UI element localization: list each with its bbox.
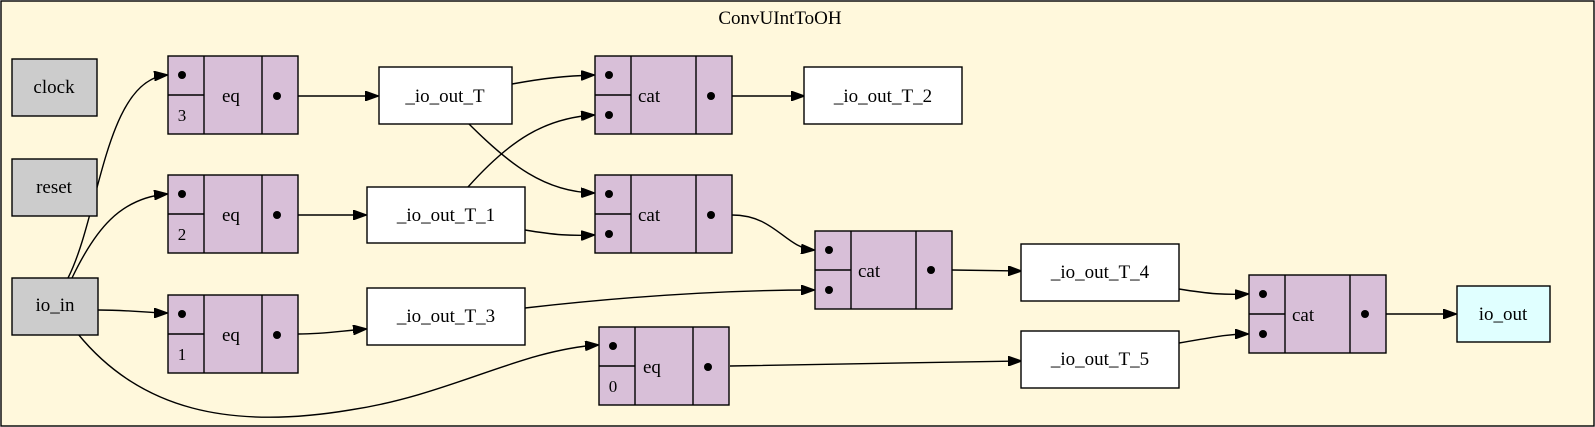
wire-io_out_T_1[interactable]: _io_out_T_1 bbox=[366, 186, 526, 244]
node-io_out[interactable]: io_out bbox=[1456, 285, 1551, 343]
edge-wire4-cat_d bbox=[1178, 288, 1248, 294]
wire-io_out_T_4[interactable]: _io_out_T_4 bbox=[1020, 243, 1180, 302]
port-dot bbox=[178, 190, 186, 198]
node-reset-label: reset bbox=[36, 177, 73, 198]
node-clock-label: clock bbox=[33, 77, 75, 98]
port-dot bbox=[273, 211, 281, 219]
wire-io_out_T_5-label: _io_out_T_5 bbox=[1050, 349, 1149, 370]
node-io_in[interactable]: io_in bbox=[11, 277, 99, 336]
node-io_in-label: io_in bbox=[35, 295, 75, 316]
node-io_out-label: io_out bbox=[1479, 304, 1528, 325]
op-eq-1-const: 1 bbox=[178, 345, 187, 364]
edge-wire0-cat_b bbox=[467, 122, 594, 193]
wire-io_out_T[interactable]: _io_out_T bbox=[378, 66, 513, 125]
edge-io_in-eq3 bbox=[67, 75, 167, 279]
port-dot bbox=[707, 211, 715, 219]
edge-wire3-cat_c bbox=[524, 290, 814, 309]
op-eq-1-label: eq bbox=[222, 325, 240, 346]
op-eq-2-const: 2 bbox=[178, 225, 187, 244]
op-cat-d-label: cat bbox=[1292, 305, 1315, 326]
edge-cat_c-wire4 bbox=[951, 270, 1021, 271]
port-dot bbox=[1259, 290, 1267, 298]
port-dot bbox=[605, 71, 613, 79]
port-dot bbox=[609, 342, 617, 350]
node-clock[interactable]: clock bbox=[11, 58, 98, 117]
op-eq-2-label: eq bbox=[222, 205, 240, 226]
op-eq-3[interactable]: 3 eq bbox=[167, 55, 299, 135]
edge-wire1-cat_b bbox=[524, 229, 594, 235]
op-eq-0-const: 0 bbox=[609, 377, 618, 396]
op-eq-3-label: eq bbox=[222, 86, 240, 107]
port-dot bbox=[825, 286, 833, 294]
wire-io_out_T_2[interactable]: _io_out_T_2 bbox=[803, 66, 963, 125]
edge-wire0-cat_a bbox=[511, 75, 594, 85]
wire-io_out_T-label: _io_out_T bbox=[404, 86, 485, 107]
port-dot bbox=[178, 310, 186, 318]
wire-io_out_T_5[interactable]: _io_out_T_5 bbox=[1020, 330, 1180, 389]
op-cat-b[interactable]: cat bbox=[594, 174, 733, 254]
op-eq-2[interactable]: 2 eq bbox=[167, 174, 299, 254]
port-dot bbox=[605, 190, 613, 198]
port-dot bbox=[927, 266, 935, 274]
op-cat-a-label: cat bbox=[638, 86, 661, 107]
port-dot bbox=[707, 92, 715, 100]
port-dot bbox=[704, 363, 712, 371]
wire-io_out_T_3-label: _io_out_T_3 bbox=[396, 306, 495, 327]
port-dot bbox=[605, 111, 613, 119]
edge-eq0-wire5 bbox=[729, 361, 1021, 367]
op-eq-3-const: 3 bbox=[178, 106, 187, 125]
port-dot bbox=[273, 331, 281, 339]
wire-io_out_T_2-label: _io_out_T_2 bbox=[833, 86, 932, 107]
port-dot bbox=[605, 230, 613, 238]
node-reset[interactable]: reset bbox=[11, 158, 98, 217]
op-eq-0-label: eq bbox=[643, 357, 661, 378]
op-cat-d[interactable]: cat bbox=[1248, 274, 1387, 354]
edge-wire5-cat_d bbox=[1178, 334, 1248, 344]
wire-io_out_T_4-label: _io_out_T_4 bbox=[1050, 262, 1150, 283]
edge-eq1-wire3 bbox=[297, 329, 366, 334]
port-dot bbox=[1259, 330, 1267, 338]
op-eq-0[interactable]: 0 eq bbox=[598, 326, 730, 406]
op-cat-c-label: cat bbox=[858, 261, 881, 282]
edge-cat_b-cat_c bbox=[731, 214, 814, 250]
port-dot bbox=[1361, 310, 1369, 318]
module-title: ConvUIntToOH bbox=[718, 8, 842, 29]
port-dot bbox=[178, 71, 186, 79]
op-cat-c[interactable]: cat bbox=[814, 230, 953, 310]
edge-io_in-eq0 bbox=[77, 333, 598, 418]
port-dot bbox=[273, 92, 281, 100]
edge-wire1-cat_a bbox=[467, 115, 594, 188]
op-cat-a[interactable]: cat bbox=[594, 55, 733, 135]
op-cat-b-label: cat bbox=[638, 205, 661, 226]
edge-io_in-eq2 bbox=[71, 194, 167, 279]
edges bbox=[67, 75, 1456, 418]
port-dot bbox=[825, 246, 833, 254]
wire-io_out_T_1-label: _io_out_T_1 bbox=[396, 205, 495, 226]
op-eq-1[interactable]: 1 eq bbox=[167, 294, 299, 374]
edge-io_in-eq1 bbox=[97, 310, 167, 313]
wire-io_out_T_3[interactable]: _io_out_T_3 bbox=[366, 287, 526, 346]
